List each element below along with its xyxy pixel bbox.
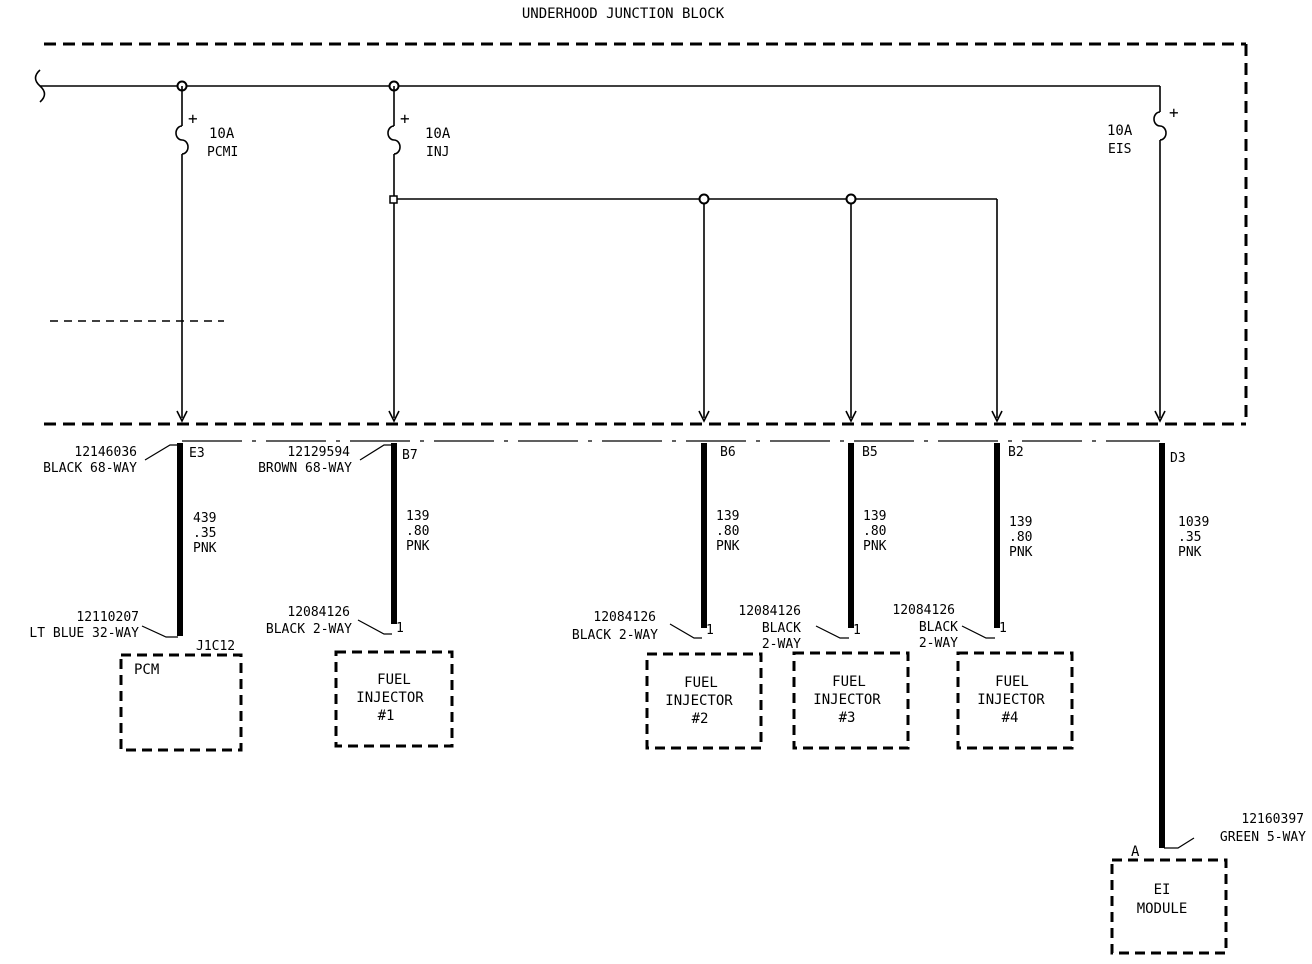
- polarity-mark: +: [188, 109, 198, 128]
- svg-text:FUEL: FUEL: [377, 672, 411, 688]
- svg-text:PNK: PNK: [406, 539, 430, 554]
- connector-desc: GREEN 5-WAY: [1220, 830, 1306, 845]
- connector-desc: BLACK 2-WAY: [266, 622, 352, 637]
- connector-part: 12084126: [738, 604, 801, 619]
- fuel-injector-1: 12084126 BLACK 2-WAY 1 FUEL INJECTOR #1: [266, 605, 454, 748]
- svg-text:EI: EI: [1154, 882, 1171, 898]
- pin-b5: B5: [862, 445, 878, 460]
- connector-desc: BROWN 68-WAY: [258, 461, 352, 476]
- connector-part: 12110207: [76, 610, 139, 625]
- svg-text:.80: .80: [1009, 530, 1032, 545]
- pcm-label: PCM: [134, 662, 159, 678]
- connector-desc: 2-WAY: [762, 637, 801, 652]
- svg-text:PNK: PNK: [863, 539, 887, 554]
- fuse-pcmi: + 10A PCMI: [175, 86, 238, 423]
- pin-label: 1: [853, 623, 861, 638]
- svg-text:MODULE: MODULE: [1137, 901, 1188, 917]
- pin-b6: B6: [720, 445, 736, 460]
- svg-text:139: 139: [1009, 515, 1032, 530]
- svg-text:#1: #1: [378, 708, 395, 724]
- svg-text:439: 439: [193, 511, 216, 526]
- connector-part: 12084126: [287, 605, 350, 620]
- svg-text:INJECTOR: INJECTOR: [813, 692, 881, 708]
- svg-text:#2: #2: [692, 711, 709, 727]
- svg-text:.80: .80: [716, 524, 739, 539]
- svg-text:FUEL: FUEL: [684, 675, 718, 691]
- pin-b7: B7: [402, 448, 418, 463]
- svg-text:PNK: PNK: [716, 539, 740, 554]
- circuit-label-inj4: 139 .80 PNK: [1009, 515, 1033, 560]
- junction-block-outline: [44, 42, 1248, 426]
- svg-text:139: 139: [863, 509, 886, 524]
- pin-label: 1: [706, 623, 714, 638]
- fuse-eis: + 10A EIS: [1107, 103, 1179, 423]
- pin-d3: D3: [1170, 451, 1186, 466]
- svg-text:INJECTOR: INJECTOR: [665, 693, 733, 709]
- svg-text:FUEL: FUEL: [832, 674, 866, 690]
- fuel-injector-4: 12084126 BLACK 2-WAY 1 FUEL INJECTOR #4: [892, 603, 1074, 750]
- connector-pcm-side: 12146036 BLACK 68-WAY: [43, 444, 182, 476]
- circuit-label-pcm: 439 .35 PNK: [193, 511, 217, 556]
- fuel-injector-3: 12084126 BLACK 2-WAY 1 FUEL INJECTOR #3: [738, 604, 910, 750]
- fuse-rating: 10A: [209, 126, 235, 142]
- circuit-label-inj2: 139 .80 PNK: [716, 509, 740, 554]
- svg-text:INJECTOR: INJECTOR: [977, 692, 1045, 708]
- svg-text:INJECTOR: INJECTOR: [356, 690, 424, 706]
- svg-text:.80: .80: [406, 524, 429, 539]
- polarity-mark: +: [400, 109, 410, 128]
- fuse-name: INJ: [426, 145, 449, 160]
- svg-text:PNK: PNK: [1009, 545, 1033, 560]
- fuse-name: EIS: [1108, 142, 1131, 157]
- connector-part: 12129594: [287, 445, 350, 460]
- circuit-label-inj3: 139 .80 PNK: [863, 509, 887, 554]
- svg-text:PNK: PNK: [1178, 545, 1202, 560]
- connector-part: 12084126: [593, 610, 656, 625]
- connector-desc: BLACK: [919, 620, 958, 635]
- fuse-rating: 10A: [425, 126, 451, 142]
- ei-module: 12160397 GREEN 5-WAY A EI MODULE: [1110, 812, 1306, 955]
- connector-desc: BLACK 2-WAY: [572, 628, 658, 643]
- battery-feed-bus: [34, 69, 1161, 112]
- pin-label: J1C12: [196, 639, 235, 654]
- svg-text:.35: .35: [193, 526, 216, 541]
- circuit-label-inj1: 139 .80 PNK: [406, 509, 430, 554]
- connector-part: 12160397: [1241, 812, 1304, 827]
- pin-label: 1: [396, 621, 404, 636]
- splice-node-inj3: [845, 193, 857, 205]
- connector-part: 12084126: [892, 603, 955, 618]
- pcm-component: 12110207 LT BLUE 32-WAY J1C12 PCM: [29, 610, 243, 752]
- connector-inj-side: 12129594 BROWN 68-WAY: [258, 444, 394, 476]
- connector-part: 12146036: [74, 445, 137, 460]
- connector-desc: 2-WAY: [919, 636, 958, 651]
- svg-text:FUEL: FUEL: [995, 674, 1029, 690]
- pin-e3: E3: [189, 446, 205, 461]
- connector-desc: BLACK: [762, 621, 801, 636]
- pin-label: A: [1131, 844, 1140, 860]
- svg-text:.80: .80: [863, 524, 886, 539]
- pin-b2: B2: [1008, 445, 1024, 460]
- connector-desc: BLACK 68-WAY: [43, 461, 137, 476]
- svg-text:PNK: PNK: [193, 541, 217, 556]
- svg-text:139: 139: [716, 509, 739, 524]
- injector-bus: [389, 195, 1003, 423]
- junction-block-title: UNDERHOOD JUNCTION BLOCK: [522, 6, 725, 22]
- circuit-label-ei: 1039 .35 PNK: [1178, 515, 1209, 560]
- svg-text:1039: 1039: [1178, 515, 1209, 530]
- splice-node-inj2: [698, 193, 710, 205]
- svg-text:.35: .35: [1178, 530, 1201, 545]
- pin-label: 1: [999, 621, 1007, 636]
- fuel-injector-2: 12084126 BLACK 2-WAY 1 FUEL INJECTOR #2: [572, 610, 763, 750]
- svg-text:#4: #4: [1002, 710, 1019, 726]
- fuse-name: PCMI: [207, 145, 238, 160]
- fuse-inj: + 10A INJ: [387, 86, 451, 423]
- svg-text:#3: #3: [839, 710, 856, 726]
- svg-text:139: 139: [406, 509, 429, 524]
- connector-desc: LT BLUE 32-WAY: [29, 626, 139, 641]
- polarity-mark: +: [1169, 103, 1179, 122]
- fuse-rating: 10A: [1107, 123, 1133, 139]
